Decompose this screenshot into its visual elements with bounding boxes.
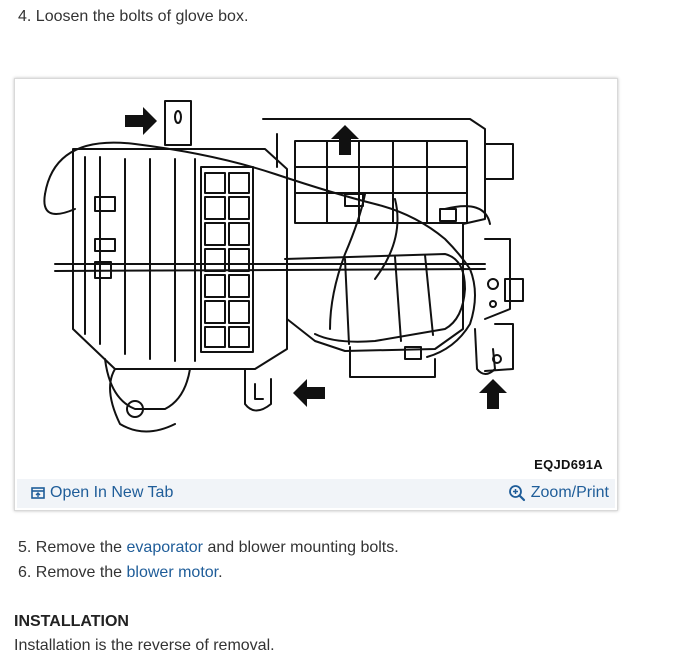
installation-text: Installation is the reverse of removal. <box>14 637 275 654</box>
zoom-in-icon <box>508 485 525 502</box>
figure-code: EQJD691A <box>534 457 603 472</box>
evaporator-link[interactable]: evaporator <box>126 539 204 556</box>
diagram-figure: EQJD691A Open In New Tab Zoom/Print <box>14 78 618 511</box>
step-text-after: and blower mounting bolts. <box>203 539 399 556</box>
step-number: 5. <box>18 539 32 556</box>
step-6: 6. Remove the blower motor. <box>18 563 223 583</box>
open-in-new-tab-label: Open In New Tab <box>50 484 174 501</box>
zoom-print-label: Zoom/Print <box>530 484 609 501</box>
open-in-new-tab-link[interactable]: Open In New Tab <box>31 484 173 502</box>
step-number: 4. <box>18 8 32 25</box>
installation-heading: INSTALLATION <box>14 613 129 630</box>
blower-motor-link[interactable]: blower motor <box>126 564 219 581</box>
step-text-after: . <box>218 564 223 581</box>
step-text: Loosen the bolts of glove box. <box>35 8 249 25</box>
figure-toolbar: Open In New Tab Zoom/Print <box>17 479 615 508</box>
step-4: 4. Loosen the bolts of glove box. <box>18 7 248 27</box>
zoom-print-link[interactable]: Zoom/Print <box>508 484 609 502</box>
step-text-before: Remove the <box>35 564 127 581</box>
step-5: 5. Remove the evaporator and blower moun… <box>18 538 399 558</box>
open-in-new-tab-icon <box>31 487 45 499</box>
heater-blower-assembly-diagram <box>43 100 524 433</box>
step-number: 6. <box>18 564 32 581</box>
step-text-before: Remove the <box>35 539 127 556</box>
